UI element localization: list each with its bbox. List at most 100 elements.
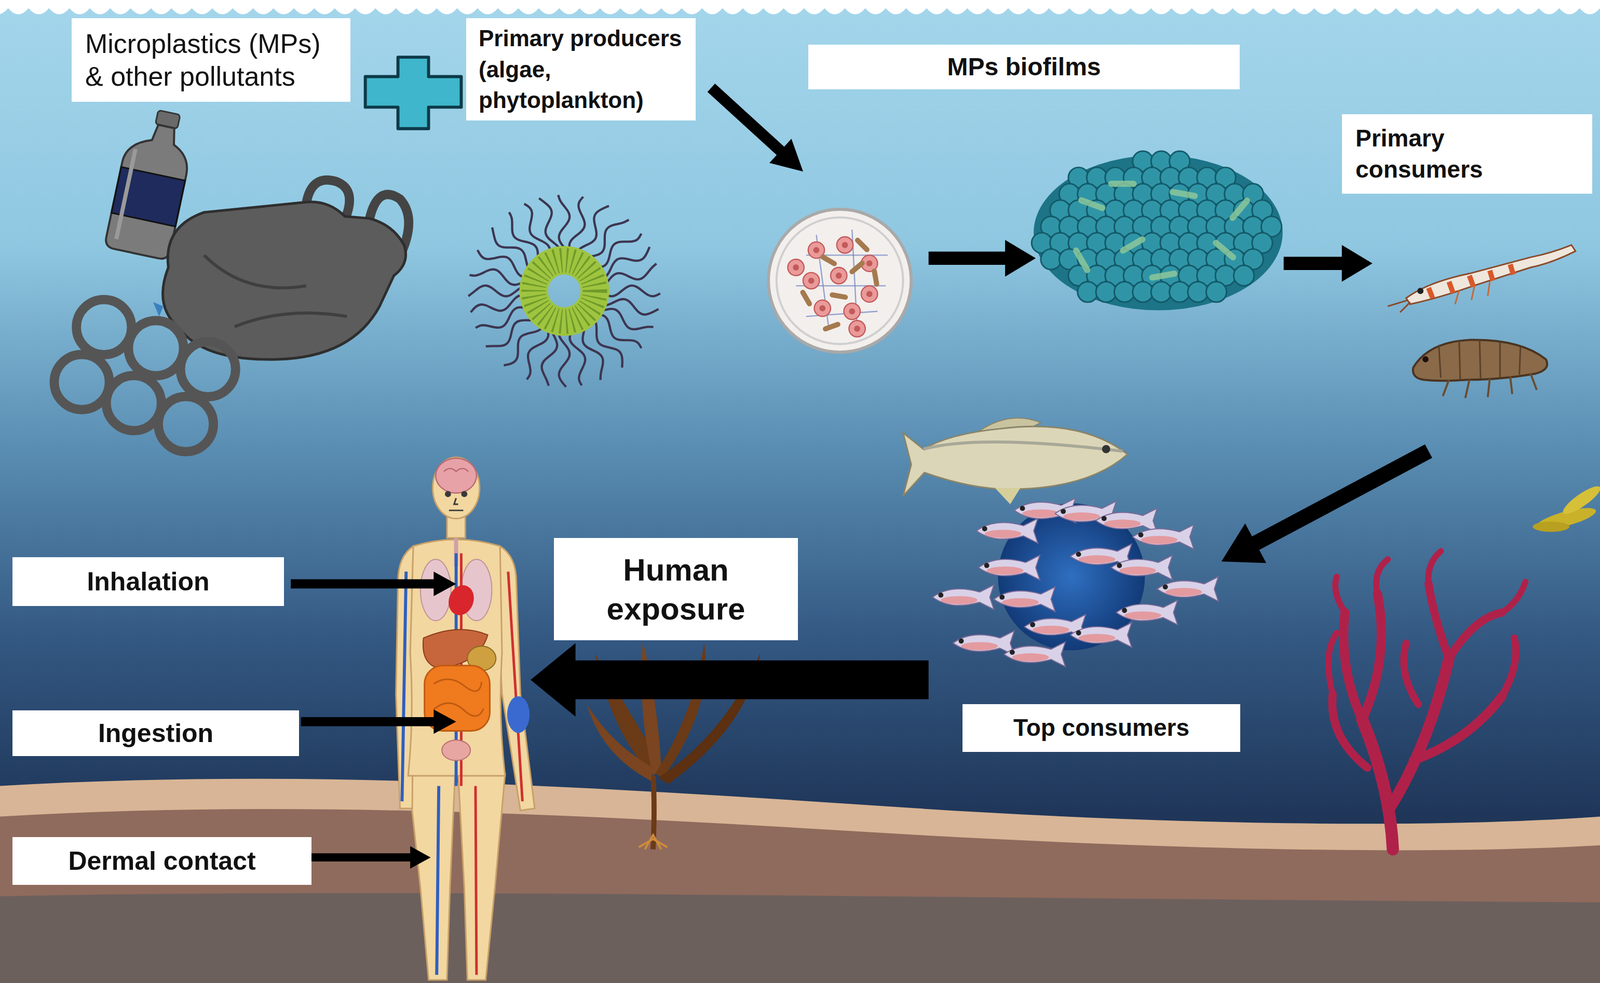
red-seaweed <box>1376 559 1388 594</box>
algae-cluster <box>533 260 595 322</box>
biofilm <box>1205 281 1227 303</box>
fish-school <box>1004 641 1066 667</box>
petri-dish <box>819 305 826 312</box>
six-pack-rings <box>180 341 236 397</box>
petri-dish <box>792 264 799 271</box>
label-box: Ingestion <box>12 710 300 756</box>
label-box: Inhalation <box>12 557 284 606</box>
human-body <box>460 491 468 498</box>
red-seaweed <box>1335 576 1345 613</box>
yellow-plant <box>1532 521 1570 532</box>
label-box: Primary producers (algae, phytoplankton) <box>466 18 696 121</box>
fish-school <box>1009 649 1015 655</box>
algae-cluster <box>569 326 586 386</box>
biofilm <box>1150 281 1172 303</box>
krill <box>1387 300 1410 313</box>
algae-cluster <box>601 263 657 289</box>
fish-school <box>1063 512 1101 521</box>
amphipod <box>1438 340 1521 381</box>
fish-school <box>961 641 999 650</box>
fish-school <box>1116 600 1178 625</box>
red-seaweed <box>1328 632 1337 695</box>
fish-school <box>982 525 988 532</box>
biofilm <box>1187 281 1209 303</box>
biofilm <box>1072 246 1092 275</box>
fish-school <box>1001 598 1039 607</box>
biofilm <box>1132 281 1154 303</box>
six-pack-rings <box>128 320 184 376</box>
fish-school <box>932 584 995 609</box>
fish-school <box>1124 611 1162 620</box>
node-text: Primary producers (algae, phytoplankton) <box>478 22 692 116</box>
petri-dish <box>768 209 912 352</box>
yellow-plant <box>1532 482 1600 534</box>
fish <box>923 441 1123 452</box>
algae-cluster <box>468 194 661 387</box>
red-seaweed <box>1428 550 1441 584</box>
arrows <box>1221 444 1433 563</box>
fish-school <box>1110 554 1173 580</box>
fish-school <box>993 586 1055 612</box>
biofilm <box>1118 235 1147 255</box>
algae-cluster <box>601 285 661 297</box>
petri-dish <box>813 247 820 254</box>
biofilm <box>1169 188 1199 200</box>
algae-cluster <box>559 327 571 387</box>
red-seaweed <box>1501 638 1516 697</box>
fish-school <box>1022 509 1060 518</box>
six-pack-rings <box>158 396 214 452</box>
biofilm <box>1169 281 1190 303</box>
petri-dish <box>866 260 873 267</box>
krill <box>1428 264 1514 298</box>
label-box: Primary consumers <box>1341 114 1593 194</box>
node-text: Top consumers <box>967 713 1236 742</box>
plastic-bag <box>153 302 164 317</box>
algae-cluster <box>503 321 544 366</box>
petri-dish <box>768 209 912 352</box>
fish-school <box>940 595 978 605</box>
biofilm <box>1077 281 1098 303</box>
petri-dish <box>871 267 880 288</box>
fish-school <box>1029 621 1036 628</box>
amphipod <box>1422 356 1429 363</box>
amphipod <box>1413 339 1548 381</box>
human-body <box>460 552 523 975</box>
petri-dish <box>861 285 878 302</box>
krill <box>1455 281 1490 305</box>
petri-dish <box>829 291 849 301</box>
fish-school <box>1020 505 1026 511</box>
fish-school <box>978 554 1040 580</box>
kelp <box>586 703 654 781</box>
six-pack-rings <box>53 354 110 410</box>
human-body <box>444 491 452 498</box>
fish-school <box>1119 566 1157 575</box>
fish-school <box>958 638 965 644</box>
plus-sign <box>365 57 462 129</box>
fish-school <box>1060 508 1066 514</box>
red-seaweed <box>1343 612 1363 720</box>
petri-dish <box>848 320 865 337</box>
plastic-bottle <box>116 148 136 239</box>
fish-school <box>999 594 1005 600</box>
water-surface <box>0 0 1600 15</box>
node-text: Primary consumers <box>1355 123 1520 186</box>
six-pack-rings <box>76 299 132 355</box>
petri-dish <box>822 320 842 332</box>
fish-school <box>1162 584 1169 590</box>
fish-school <box>932 497 1219 667</box>
biofilm <box>1233 265 1254 286</box>
fish-school <box>1116 562 1122 568</box>
fish-school <box>984 529 1022 538</box>
algae-cluster <box>509 212 539 266</box>
fish-school <box>1138 532 1144 538</box>
human-body <box>432 457 480 519</box>
arrows <box>310 846 431 869</box>
algae-cluster <box>590 316 623 368</box>
plus-sign <box>365 57 462 129</box>
petri-dish <box>836 236 853 253</box>
fish-school <box>1121 607 1128 614</box>
fish-school <box>1157 576 1219 602</box>
